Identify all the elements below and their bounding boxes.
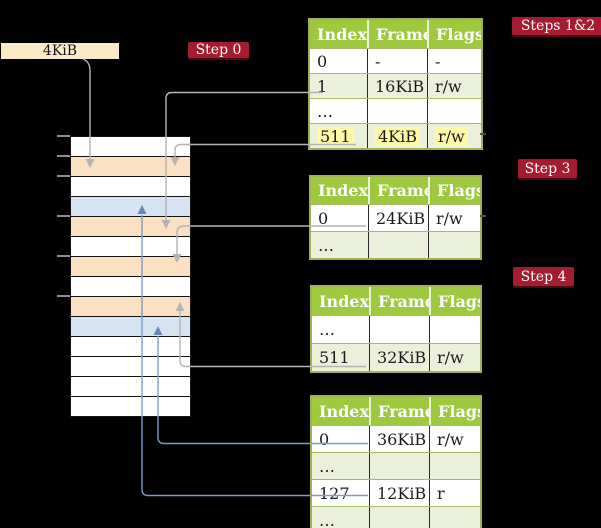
- table-cell: …: [317, 101, 333, 121]
- memory-row: [71, 357, 190, 377]
- table-cell: 0: [318, 208, 329, 228]
- table-cell: 1: [317, 76, 328, 96]
- table-cell: [369, 453, 429, 479]
- table-cell: 0: [317, 51, 328, 71]
- step-badge-4: Step 4: [513, 267, 574, 286]
- table-cell: 16KiB: [367, 74, 427, 98]
- memory-tick: [57, 255, 70, 257]
- table-cell: r/w: [429, 426, 480, 452]
- table-cell: 0: [319, 429, 330, 449]
- column-header: Frame: [368, 177, 428, 204]
- table-cell: …: [319, 510, 335, 528]
- table-cell: r/w: [427, 124, 481, 148]
- column-header: Index: [319, 401, 369, 421]
- memory-row: [71, 257, 190, 277]
- table-row: …: [311, 231, 480, 258]
- memory-row: [71, 177, 190, 197]
- memory-tick: [57, 215, 70, 217]
- table-cell: [429, 453, 480, 479]
- table-cell: [429, 507, 480, 528]
- memory-tick: [57, 295, 70, 297]
- table-cell: 127: [319, 483, 350, 503]
- memory-row: [71, 277, 190, 297]
- mark-dash: [480, 133, 486, 135]
- memory-row: [71, 377, 190, 397]
- memory-row: [71, 397, 190, 416]
- table-cell: -: [367, 49, 427, 73]
- pointer-box-label: 4KiB: [42, 43, 78, 59]
- table-row: …: [310, 98, 481, 123]
- step-badge-0: Step 0: [188, 42, 249, 58]
- table-cell: 4KiB: [367, 124, 427, 148]
- table-cell: 24KiB: [368, 205, 428, 231]
- table-row: 0 --: [310, 48, 481, 73]
- column-header: Frame: [367, 20, 427, 48]
- table-cell: [428, 232, 480, 258]
- memory-row: [71, 297, 190, 317]
- memory-row: [71, 217, 190, 237]
- table-cell: 511: [319, 348, 350, 367]
- table-cell: 12KiB: [369, 480, 429, 506]
- memory-row: [71, 237, 190, 257]
- memory-row: [71, 157, 190, 177]
- table-cell: …: [318, 235, 334, 255]
- table-cell: r/w: [428, 205, 480, 231]
- memory-tick: [57, 175, 70, 177]
- table-cell: [367, 99, 427, 123]
- table-cell: 32KiB: [369, 344, 429, 371]
- memory-tick: [57, 135, 70, 137]
- column-header: Index: [319, 291, 369, 311]
- column-header: Frame: [369, 287, 429, 315]
- column-header: Flags: [429, 397, 480, 425]
- column-header: Index: [318, 181, 368, 200]
- memory-tick: [57, 155, 70, 157]
- table-row: …: [312, 506, 480, 528]
- table-cell: [427, 99, 481, 123]
- memory-row: [71, 317, 190, 337]
- table-cell: [369, 316, 429, 343]
- column-header: Flags: [428, 177, 480, 204]
- step-badge-1-2: Steps 1&2: [512, 17, 601, 35]
- memory-row: [71, 337, 190, 357]
- table-cell: -: [427, 49, 481, 73]
- memory-row: [71, 197, 190, 217]
- memory-row: [71, 137, 190, 157]
- table-cell: [369, 507, 429, 528]
- table-cell: r/w: [427, 74, 481, 98]
- page-table-step-3: IndexFrameFlags 0 24KiBr/w …: [309, 175, 482, 260]
- table-cell: 36KiB: [369, 426, 429, 452]
- table-cell: …: [319, 456, 335, 476]
- table-cell: r/w: [429, 344, 480, 371]
- column-header: Index: [317, 24, 367, 44]
- mark-dash: [480, 215, 486, 217]
- table-cell: 511: [310, 124, 367, 148]
- column-header: Flags: [429, 287, 480, 315]
- table-cell: …: [319, 320, 335, 339]
- pointer-box: 4KiB: [1, 43, 119, 59]
- table-row: …: [312, 452, 480, 479]
- step-badge-3: Step 3: [518, 159, 577, 178]
- table-cell: [429, 316, 480, 343]
- column-header: Frame: [369, 397, 429, 425]
- memory-stack: [70, 136, 191, 417]
- table-row: …: [312, 315, 480, 343]
- table-cell: r: [429, 480, 480, 506]
- column-header: Flags: [427, 20, 481, 48]
- table-cell: [368, 232, 428, 258]
